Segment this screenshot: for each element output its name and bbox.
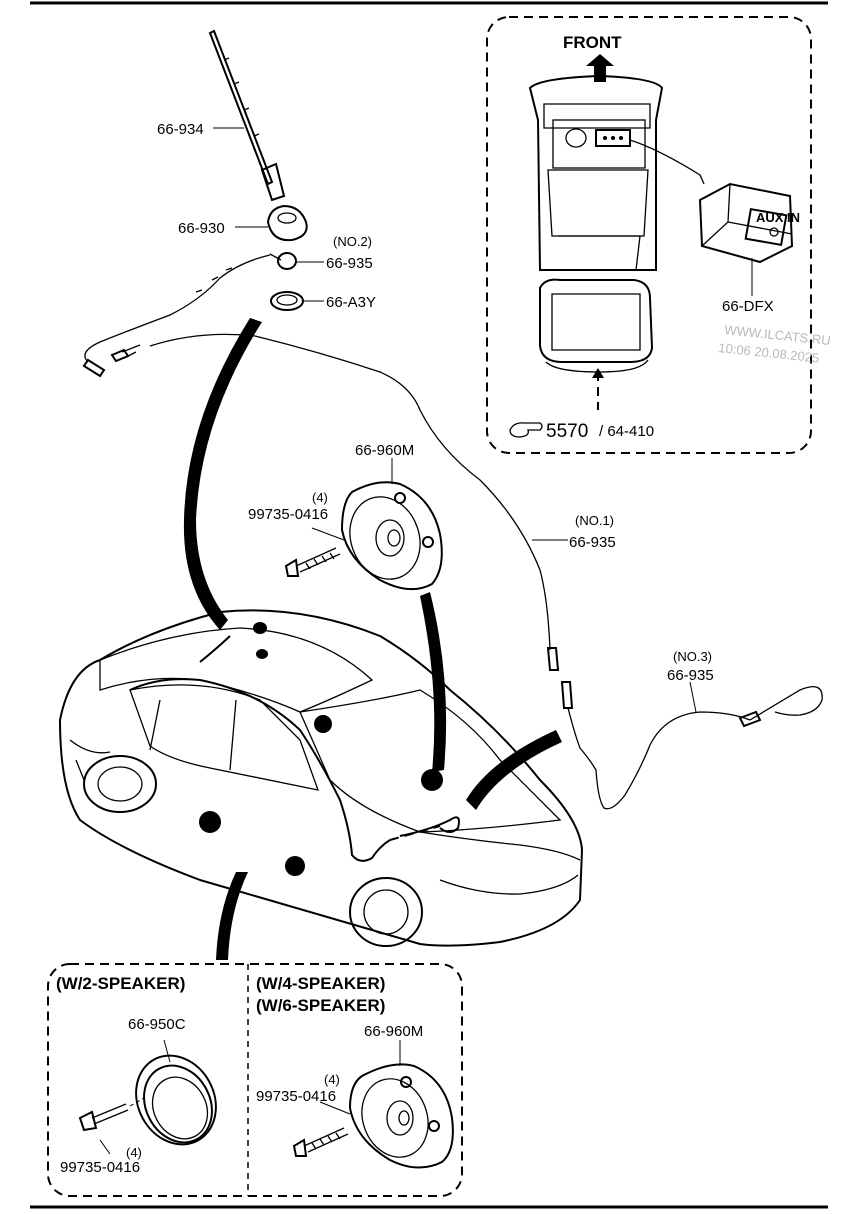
label-aux-jack: 66-DFX <box>722 298 774 315</box>
label-aux-cable: 66-935 <box>667 667 714 684</box>
label-2spk-qty: (4) <box>126 1145 142 1160</box>
speaker-66-950c-drawing <box>78 1039 217 1155</box>
option-6spk-title: (W/6-SPEAKER) <box>256 996 385 1015</box>
label-front: FRONT <box>563 33 622 52</box>
label-4spk-screw: 99735-0416 <box>256 1088 336 1105</box>
label-no3-note: (NO.3) <box>673 649 712 664</box>
car-body <box>58 609 584 947</box>
label-antenna-mast: 66-934 <box>157 121 204 138</box>
option-4spk-title: (W/4-SPEAKER) <box>256 974 385 993</box>
label-2spk-speaker: 66-950C <box>128 1016 186 1033</box>
aux-in-label: AUX IN <box>756 210 800 225</box>
console-inset: AUX IN <box>486 16 812 454</box>
label-4spk-qty: (4) <box>324 1072 340 1087</box>
label-4spk-speaker: 66-960M <box>364 1023 423 1040</box>
label-no1-note: (NO.1) <box>575 513 614 528</box>
label-leaders <box>213 127 753 713</box>
label-console-ref-sub: / 64-410 <box>599 423 654 440</box>
leader-sweeps <box>183 318 562 960</box>
label-grommet: 66-A3Y <box>326 294 376 311</box>
label-2spk-screw: 99735-0416 <box>60 1159 140 1176</box>
label-feeder-no2: 66-935 <box>326 255 373 272</box>
label-no2-note: (NO.2) <box>333 234 372 249</box>
label-screw-qty: (4) <box>312 490 328 505</box>
front-speaker <box>284 481 443 591</box>
speaker-options-inset <box>47 963 463 1197</box>
label-screw: 99735-0416 <box>248 506 328 523</box>
aux-cable <box>560 681 823 810</box>
label-antenna-base: 66-930 <box>178 220 225 237</box>
label-console-ref: 5570 <box>546 421 588 442</box>
antenna-assembly <box>82 29 560 671</box>
label-front-speaker: 66-960M <box>355 442 414 459</box>
option-2spk-title: (W/2-SPEAKER) <box>56 974 185 993</box>
speaker-66-960m-drawing <box>292 1040 454 1169</box>
label-feeder-no1: 66-935 <box>569 534 616 551</box>
